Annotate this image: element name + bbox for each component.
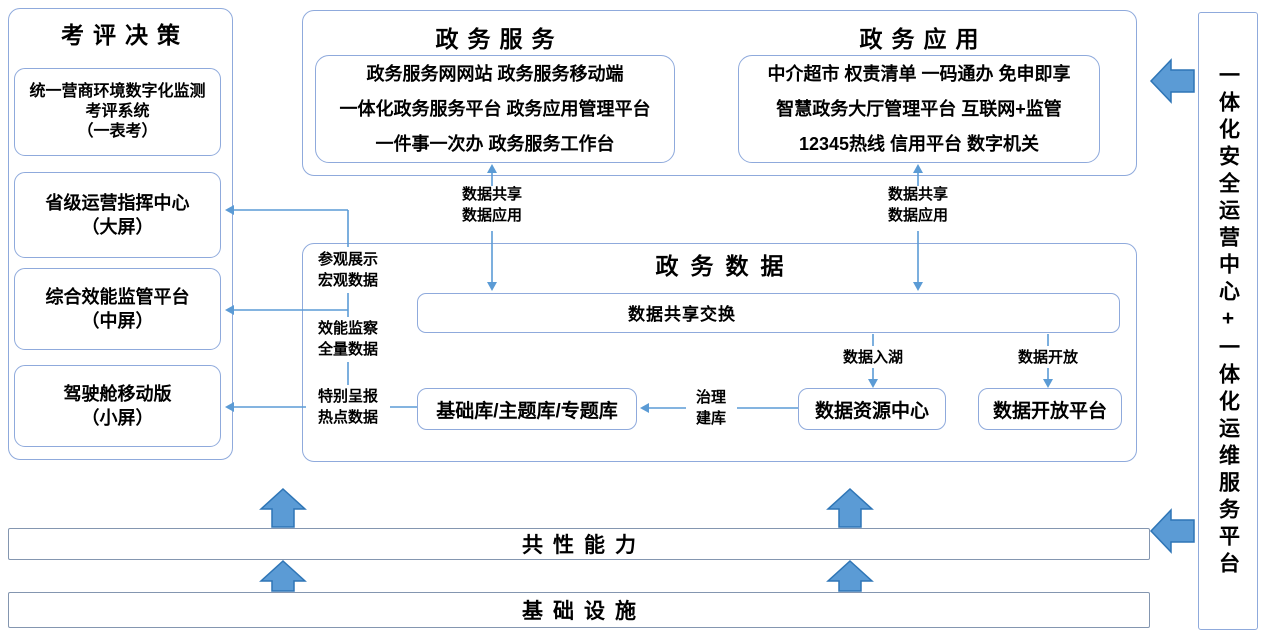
evaluation-box-monitoring-system: 统一营商环境数字化监测 考评系统 （一表考） bbox=[14, 68, 221, 156]
services-box: 政务服务网网站 政务服务移动端 一体化政务服务平台 政务应用管理平台 一件事一次… bbox=[315, 55, 675, 163]
services-line: 一件事一次办 政务服务工作台 bbox=[375, 133, 615, 154]
special-data-line: 热点数据 bbox=[317, 409, 378, 426]
data-lake-label: 数据入湖 bbox=[842, 349, 903, 366]
evaluation-box-line: （小屏） bbox=[81, 408, 154, 428]
efficiency-data-label: 效能监察 全量数据 bbox=[308, 318, 388, 360]
data-open-label: 数据开放 bbox=[1017, 349, 1078, 366]
block-arrow-up-icon bbox=[259, 487, 307, 528]
applications-line: 智慧政务大厅管理平台 互联网+监管 bbox=[776, 98, 1062, 119]
share-label-left: 数据共享 数据应用 bbox=[452, 184, 532, 226]
evaluation-panel bbox=[8, 8, 233, 460]
efficiency-data-line: 全量数据 bbox=[317, 341, 378, 358]
base-db-box: 基础库/主题库/专题库 bbox=[417, 388, 637, 430]
evaluation-title: 考评决策 bbox=[61, 22, 189, 48]
display-data-line: 宏观数据 bbox=[317, 272, 378, 289]
applications-box: 中介超市 权责清单 一码通办 免申即享 智慧政务大厅管理平台 互联网+监管 12… bbox=[738, 55, 1100, 163]
special-data-label: 特别呈报 热点数据 bbox=[308, 386, 388, 428]
services-title: 政务服务 bbox=[435, 26, 564, 52]
block-arrow-left-icon bbox=[1149, 508, 1195, 554]
applications-line: 12345热线 信用平台 数字机关 bbox=[798, 133, 1040, 154]
applications-title: 政务应用 bbox=[859, 26, 988, 52]
evaluation-box-line: 驾驶舱移动版 bbox=[63, 384, 172, 404]
data-layer-title: 政务数据 bbox=[655, 253, 796, 279]
ops-center-title: 一体化安全运营中心+一体化运维服务平台 bbox=[1216, 63, 1240, 579]
data-exchange-label: 数据共享交换 bbox=[628, 305, 736, 324]
block-arrow-up-icon bbox=[259, 559, 307, 592]
top-services-container bbox=[302, 10, 1137, 176]
govern-build-label: 治理 建库 bbox=[688, 387, 734, 429]
evaluation-box-line: 考评系统 bbox=[85, 103, 150, 120]
data-exchange-box: 数据共享交换 bbox=[417, 293, 1120, 333]
govern-build-line: 建库 bbox=[695, 410, 726, 427]
evaluation-box-line: （中屏） bbox=[81, 311, 154, 331]
evaluation-box-supervision-platform: 综合效能监管平台 （中屏） bbox=[14, 268, 221, 350]
evaluation-box-line: 综合效能监管平台 bbox=[45, 287, 190, 307]
display-data-label: 参观展示 宏观数据 bbox=[308, 249, 388, 291]
block-arrow-left-icon bbox=[1149, 58, 1195, 104]
capability-bar: 共性能力 bbox=[8, 528, 1150, 560]
share-label-line: 数据共享 bbox=[461, 186, 522, 203]
evaluation-box-line: （一表考） bbox=[77, 123, 158, 140]
block-arrow-up-icon bbox=[826, 487, 874, 528]
evaluation-box-line: （大屏） bbox=[81, 217, 154, 237]
services-line: 政务服务网网站 政务服务移动端 bbox=[366, 63, 624, 84]
data-open-platform-box: 数据开放平台 bbox=[978, 388, 1122, 430]
data-resource-center-box: 数据资源中心 bbox=[798, 388, 946, 430]
block-arrow-up-icon bbox=[826, 559, 874, 592]
evaluation-box-cockpit-mobile: 驾驶舱移动版 （小屏） bbox=[14, 365, 221, 447]
share-label-line: 数据应用 bbox=[887, 207, 948, 224]
share-label-right: 数据共享 数据应用 bbox=[878, 184, 958, 226]
data-layer-container bbox=[302, 243, 1137, 462]
share-label-line: 数据应用 bbox=[461, 207, 522, 224]
efficiency-data-line: 效能监察 bbox=[317, 320, 378, 337]
ops-center-panel: 一体化安全运营中心+一体化运维服务平台 bbox=[1198, 12, 1258, 630]
evaluation-box-line: 统一营商环境数字化监测 bbox=[29, 83, 206, 100]
display-data-line: 参观展示 bbox=[317, 251, 378, 268]
infrastructure-bar: 基础设施 bbox=[8, 592, 1150, 628]
special-data-line: 特别呈报 bbox=[317, 388, 378, 405]
evaluation-box-command-center: 省级运营指挥中心 （大屏） bbox=[14, 172, 221, 258]
evaluation-box-line: 省级运营指挥中心 bbox=[45, 193, 190, 213]
services-line: 一体化政务服务平台 政务应用管理平台 bbox=[339, 98, 651, 119]
share-label-line: 数据共享 bbox=[887, 186, 948, 203]
govern-build-line: 治理 bbox=[695, 389, 726, 406]
applications-line: 中介超市 权责清单 一码通办 免申即享 bbox=[767, 63, 1071, 84]
